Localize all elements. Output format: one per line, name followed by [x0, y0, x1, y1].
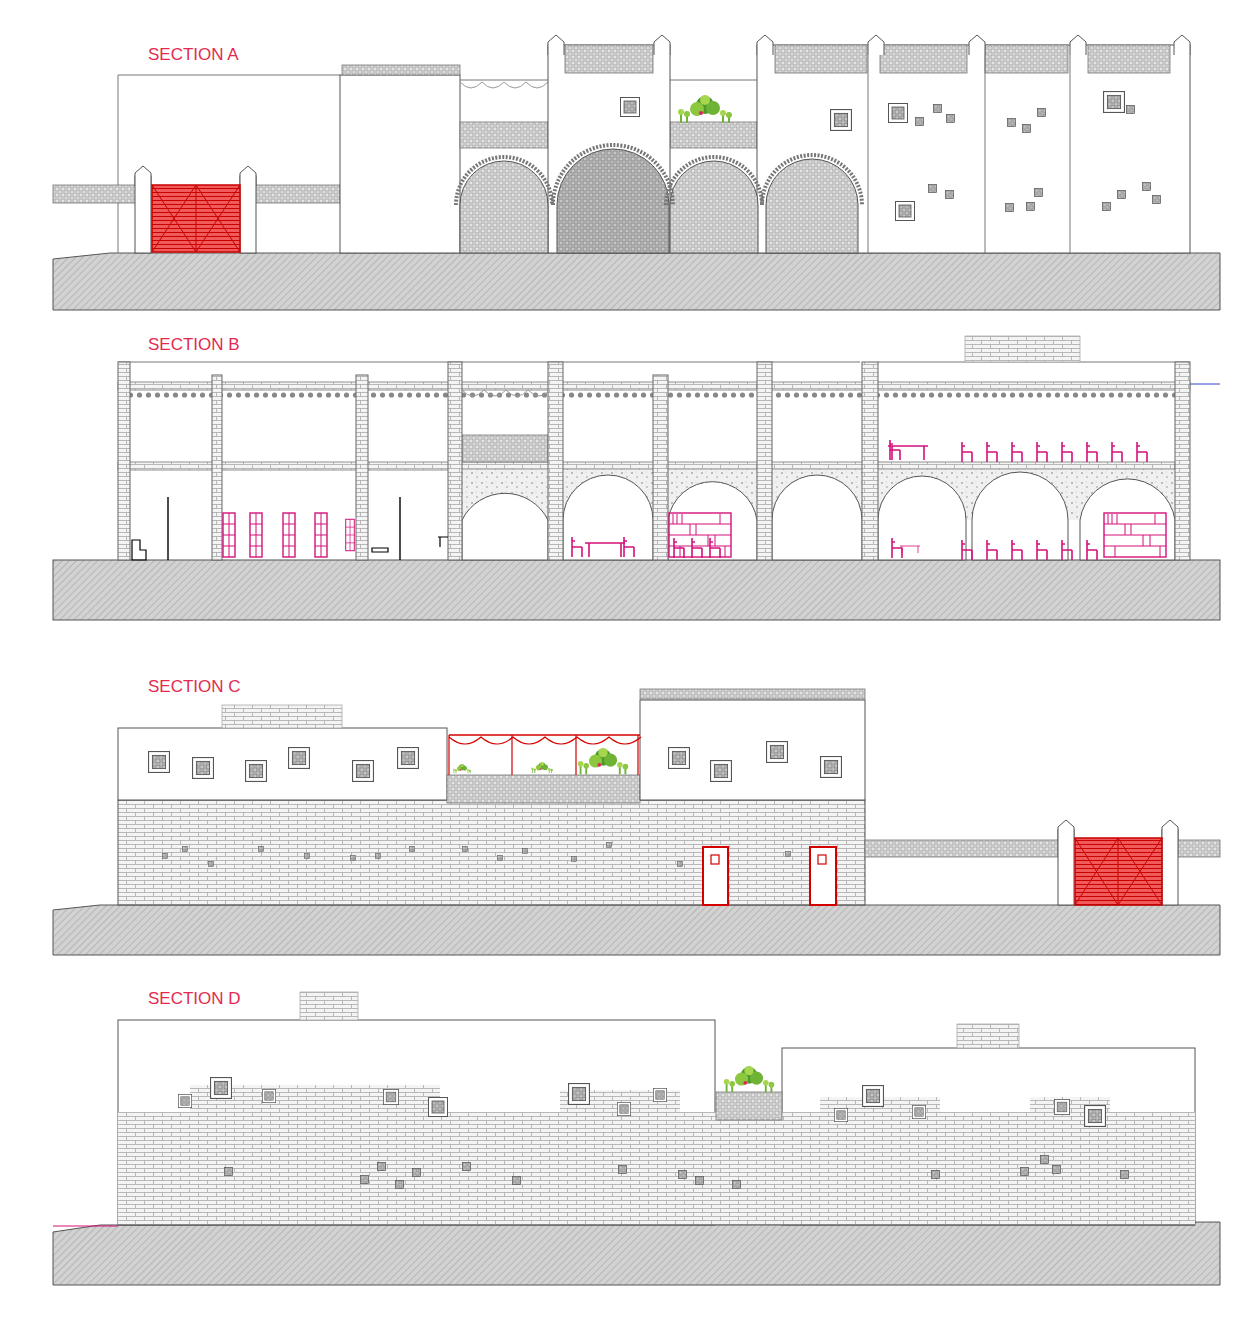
section-label: SECTION D: [146, 990, 243, 1009]
section-a-drawing: [53, 35, 1220, 310]
section-b-drawing: [53, 336, 1220, 620]
section-label: SECTION A: [146, 46, 241, 65]
section-label: SECTION C: [146, 678, 243, 697]
section-d-drawing: [53, 992, 1220, 1285]
section-c-drawing: [53, 689, 1220, 955]
section-label: SECTION B: [146, 336, 242, 355]
